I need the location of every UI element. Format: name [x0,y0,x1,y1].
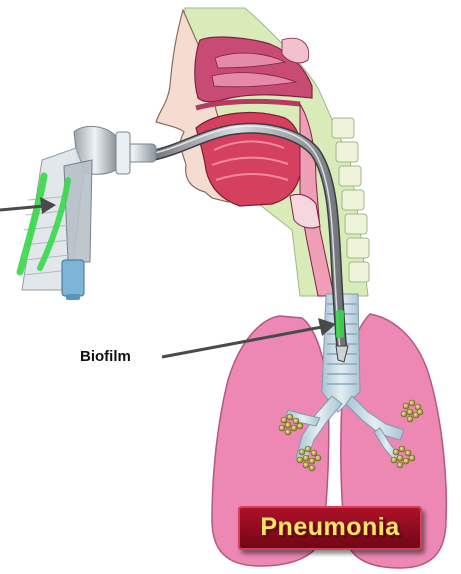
connector-ring [116,132,130,174]
ventilator-connector [20,126,156,300]
connector-port-tip [66,294,80,300]
biofilm-label: Biofilm [80,348,131,365]
tube-biofilm [336,310,344,338]
pneumonia-label: Pneumonia [238,513,422,542]
pneumonia-badge: Pneumonia [238,506,422,550]
connector-limb-inner [64,160,92,262]
connector-port [62,260,84,296]
